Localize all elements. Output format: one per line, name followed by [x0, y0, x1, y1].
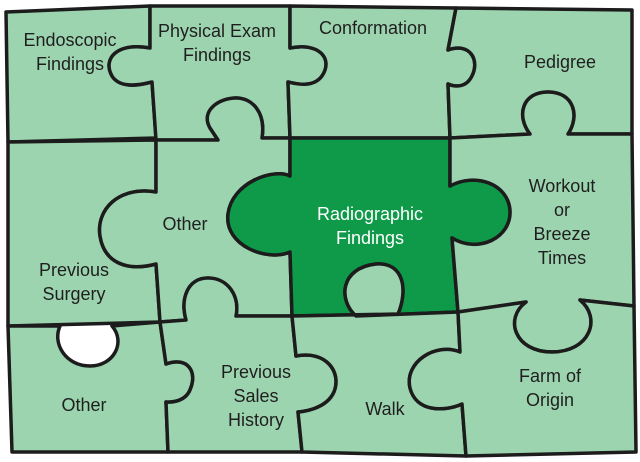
label-endoscopic-findings: Endoscopic Findings: [23, 30, 117, 74]
label-other-bottom: Other: [61, 395, 107, 415]
label-walk: Walk: [365, 399, 405, 419]
label-workout-or-breeze-times: Workout or Breeze Times: [528, 176, 596, 268]
label-pedigree: Pedigree: [523, 52, 597, 72]
label-previous-surgery: Previous Surgery: [38, 260, 110, 304]
puzzle-piece-farm-of-origin: [407, 298, 638, 458]
label-physical-exam-findings: Physical Exam Findings: [157, 21, 277, 65]
label-conformation: Conformation: [318, 18, 428, 38]
label-farm-of-origin: Farm of Origin: [518, 366, 581, 410]
label-radiographic-findings: Radiographic Findings: [316, 204, 424, 248]
label-other-top: Other: [162, 214, 208, 234]
label-previous-sales-history: Previous Sales History: [220, 362, 292, 430]
